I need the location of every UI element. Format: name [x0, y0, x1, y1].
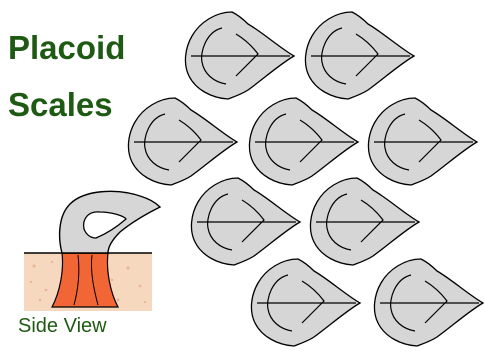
placoid-scale	[128, 98, 237, 185]
pulp-cavity	[84, 212, 126, 238]
placoid-scale	[368, 98, 477, 185]
placoid-scale	[251, 259, 360, 346]
placoid-scale	[249, 98, 358, 185]
placoid-scale	[191, 178, 300, 265]
placoid-scale	[305, 12, 414, 99]
placoid-scale	[310, 178, 419, 265]
title-line-1: Placoid	[8, 31, 125, 64]
side-view-illustration	[24, 191, 160, 311]
placoid-scale	[374, 259, 483, 346]
side-view-caption: Side View	[18, 316, 107, 336]
title-line-2: Scales	[8, 88, 113, 121]
placoid-scale	[185, 12, 294, 99]
scales-grid	[128, 12, 483, 346]
